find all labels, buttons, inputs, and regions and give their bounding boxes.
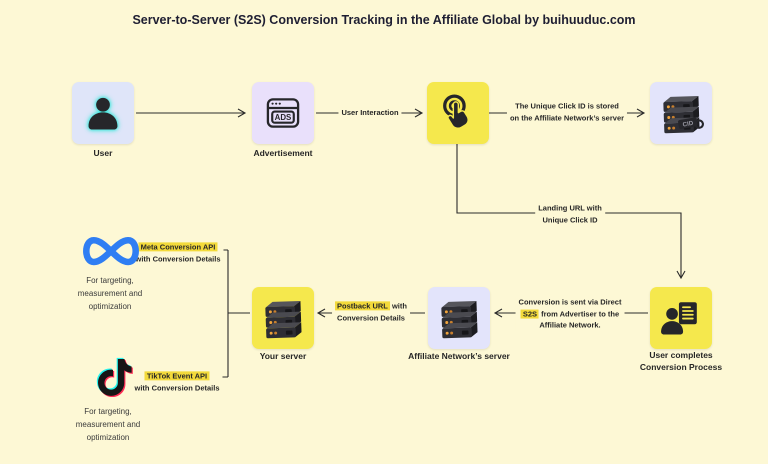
tiktok-api-line2: with Conversion Details (134, 383, 220, 392)
server-icon (441, 300, 478, 339)
postback-url-highlight: Postback URL (335, 301, 390, 311)
landing-url-line1: Landing URL with (538, 203, 602, 213)
s2s-highlight: S2S (520, 309, 540, 319)
edge-label-tiktok-api: TikTok Event API with Conversion Details (131, 370, 223, 394)
tiktok-api-line1: TikTok Event API (134, 370, 219, 382)
node-affiliate-server (428, 287, 490, 349)
node-label-affiliate-server: Affiliate Network’s server (408, 351, 510, 361)
node-network-server-top: CID (650, 82, 712, 144)
landing-url-line2: Unique Click ID (542, 215, 598, 224)
ads-browser-icon: ADS (266, 98, 300, 128)
node-user (72, 82, 134, 144)
meta-api-line1: Meta Conversion API (135, 241, 220, 253)
tiktok-logo (93, 356, 135, 409)
node-label-your-server: Your server (259, 351, 307, 361)
node-user-completes (650, 287, 712, 349)
conversion-sent-line3: Affiliate Network. (539, 320, 601, 330)
meta-logo (82, 232, 140, 277)
edge-label-click-id-stored: The Unique Click ID is stored on the Aff… (506, 100, 628, 124)
tiktok-caption: For targeting, measurement and optimizat… (56, 406, 160, 444)
user-interaction-text: User Interaction (341, 108, 399, 118)
node-label-user-completes: User completes Conversion Process (621, 349, 741, 374)
click-tap-icon (443, 94, 469, 129)
node-your-server (252, 287, 314, 349)
node-click (427, 82, 489, 144)
postback-line1: Postback URL with (335, 300, 407, 312)
edge-label-postback-url: Postback URL with Conversion Details (332, 300, 410, 324)
tiktok-caption-line3: optimization (86, 432, 130, 442)
conversion-sent-line2: S2S from Advertiser to the (519, 308, 622, 320)
meta-caption-line3: optimization (88, 301, 132, 311)
click-id-stored-line2: on the Affiliate Network’s server (509, 113, 625, 122)
meta-caption: For targeting, measurement and optimizat… (58, 275, 162, 313)
user-icon (88, 97, 118, 130)
edge-label-landing-url: Landing URL with Unique Click ID (535, 202, 605, 226)
edge-label-conversion-sent: Conversion is sent via Direct S2S from A… (515, 296, 625, 332)
tiktok-api-highlight: TikTok Event API (144, 371, 210, 381)
tiktok-note-icon (96, 357, 133, 398)
meta-caption-line2: measurement and (77, 288, 143, 298)
tiktok-caption-line1: For targeting, (84, 407, 132, 416)
click-id-stored-line1: The Unique Click ID is stored (515, 101, 619, 111)
conversion-sent-line1: Conversion is sent via Direct (518, 297, 622, 307)
server-icon: CID (663, 95, 704, 134)
postback-line2: Conversion Details (337, 313, 405, 322)
diagram-title: Server-to-Server (S2S) Conversion Tracki… (132, 13, 636, 27)
meta-caption-line1: For targeting, (86, 276, 134, 285)
edge-label-user-interaction: User Interaction (338, 107, 402, 119)
server-icon (265, 300, 302, 339)
user-completes-line1: User completes (649, 350, 713, 360)
cid-tag: CID (678, 117, 704, 129)
tiktok-caption-line2: measurement and (75, 419, 141, 429)
node-label-user: User (93, 148, 113, 158)
node-advertisement: ADS (252, 82, 314, 144)
user-completes-line2: Conversion Process (639, 362, 723, 373)
ads-text: ADS (275, 113, 292, 122)
edge-label-meta-api: Meta Conversion API with Conversion Deta… (132, 241, 224, 265)
meta-api-highlight: Meta Conversion API (138, 242, 218, 252)
meta-infinity-icon (83, 236, 139, 266)
conversion-sent-line2-rest: from Advertiser to the (539, 309, 620, 319)
meta-api-line2: with Conversion Details (135, 254, 221, 263)
postback-line1-rest: with (389, 301, 407, 311)
cid-tag-text: CID (682, 120, 694, 129)
node-label-advertisement: Advertisement (253, 148, 313, 158)
user-document-icon (661, 302, 697, 335)
